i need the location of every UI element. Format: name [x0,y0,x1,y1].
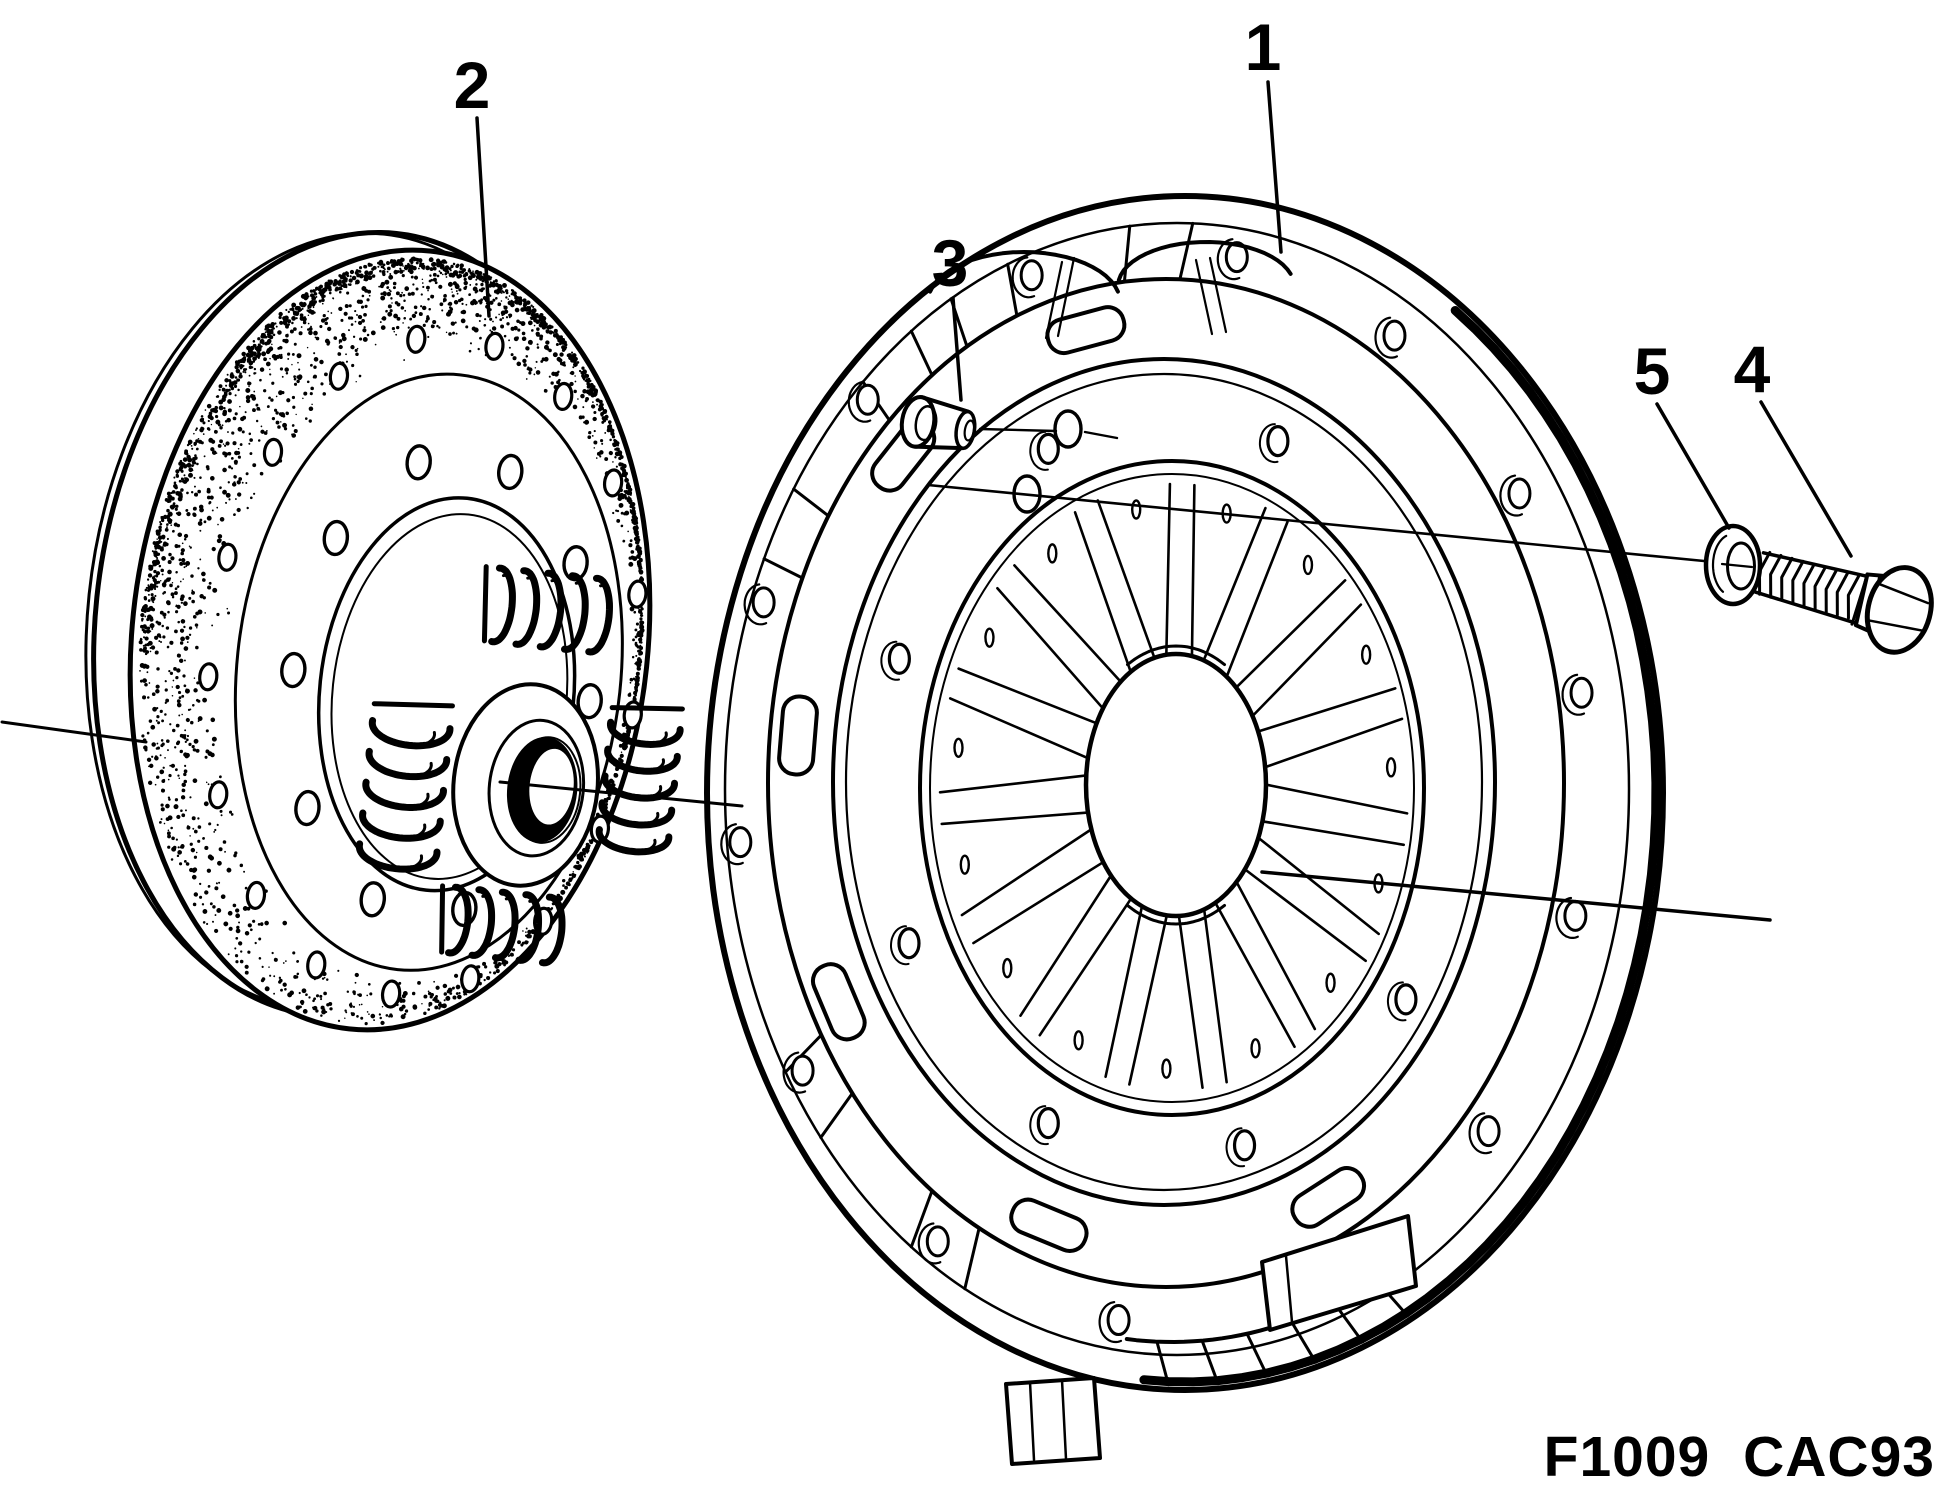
figure-code: F1009 CAC93 [1544,1425,1935,1489]
callout-leader-4 [1759,400,1853,558]
callout-1: 1 [1245,10,1282,84]
bolt-part [1753,550,1934,655]
clutch-disc [84,230,685,1033]
callout-4: 4 [1734,332,1771,406]
axis-lines [0,427,1772,922]
callout-leader-3 [951,296,963,402]
washer-part [1703,523,1763,607]
callout-5: 5 [1634,334,1671,408]
callout-leaders [475,80,1853,558]
callout-leader-5 [1655,402,1731,530]
pressure-plate-cover [704,193,1666,1466]
callout-3: 3 [932,226,969,300]
pin-part [899,395,977,451]
callout-2: 2 [454,48,491,122]
callout-labels: 1 2 3 4 5 [454,10,1771,408]
callout-leader-1 [1266,80,1283,254]
callout-leader-2 [475,116,491,318]
